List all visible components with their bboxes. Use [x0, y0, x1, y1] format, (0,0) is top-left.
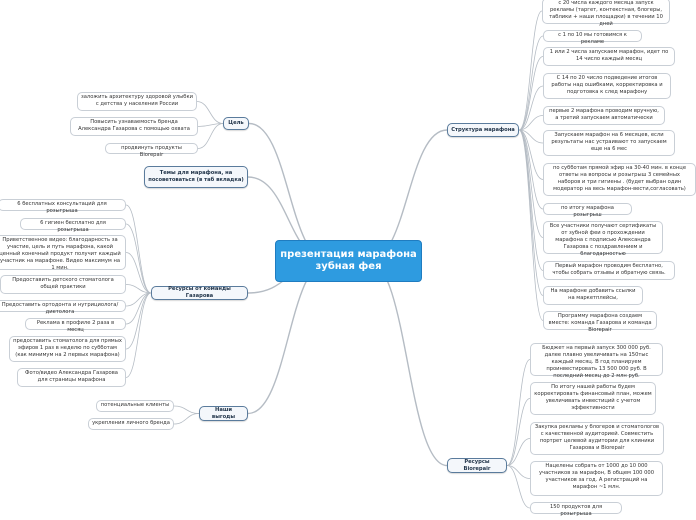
- connector-line: [506, 465, 531, 509]
- structure-item[interactable]: Программу марафона создаем вместе: коман…: [543, 311, 657, 333]
- connector-line: [506, 438, 531, 466]
- structure-item[interactable]: первые 2 марафона проводим вручную, а тр…: [543, 106, 665, 125]
- connector-line: [125, 223, 152, 294]
- structure-item[interactable]: с 20 числа каждого месяца запуск рекламы…: [542, 0, 670, 27]
- connector-line: [518, 35, 544, 131]
- structure-item[interactable]: На марафоне добавить ссылки на маркетпле…: [543, 286, 643, 305]
- branch-structure[interactable]: Структура марафона: [447, 123, 519, 137]
- structure-item[interactable]: по итогу марафона розыгрыш: [543, 203, 632, 218]
- branch-goal[interactable]: Цель: [223, 117, 249, 130]
- connector-line: [518, 129, 544, 144]
- connector-line: [173, 413, 200, 425]
- structure-item[interactable]: по субботам прямой эфир на 30-40 мин. в …: [543, 163, 696, 196]
- connector-line: [518, 56, 544, 131]
- biorepair-item[interactable]: Нацелены собрать от 1000 до 10 000 участ…: [530, 461, 663, 496]
- connector-line: [247, 260, 329, 415]
- connector-line: [125, 284, 152, 294]
- connector-line: [173, 405, 200, 414]
- resource-item[interactable]: Предоставить детского стоматолога общей …: [0, 275, 126, 294]
- outcome-item[interactable]: потенциальные клиенты: [96, 400, 174, 412]
- branch-outcome[interactable]: Наши выгоды: [199, 406, 248, 421]
- structure-item[interactable]: 1 или 2 числа запускаем марафон, идет по…: [543, 47, 675, 66]
- resource-item[interactable]: Приветственное видео: благодарность за у…: [0, 235, 126, 271]
- biorepair-item[interactable]: Бюджет на первый запуск 300 000 руб. дал…: [530, 343, 663, 379]
- branch-biorepair[interactable]: Ресурсы Biorepair: [447, 458, 507, 473]
- branch-resources[interactable]: Ресурсы от команды Газарова: [151, 286, 248, 300]
- connector-line: [506, 398, 531, 466]
- biorepair-item[interactable]: Закупка рекламы у блогеров и стоматолого…: [530, 422, 664, 455]
- connector-line: [368, 260, 448, 467]
- connector-line: [125, 252, 152, 294]
- connector-line: [518, 115, 544, 131]
- connector-line: [518, 129, 544, 271]
- connector-line: [518, 85, 544, 131]
- resource-item[interactable]: 6 гигиен бесплатно для розыгрыша: [20, 218, 126, 233]
- connector-line: [518, 129, 544, 321]
- connector-line: [197, 123, 224, 149]
- structure-item[interactable]: Все участники получают сертификаты от зу…: [543, 221, 663, 257]
- structure-item[interactable]: Запускаем марафон на 6 месяцев, если рез…: [543, 130, 675, 156]
- connector-line: [125, 204, 152, 294]
- resource-item[interactable]: Фото/видео Александра Газарова для стран…: [17, 368, 126, 387]
- resource-item[interactable]: предоставить стоматолога для прямых эфир…: [9, 336, 126, 362]
- outcome-item[interactable]: укрепления личного бренда: [88, 418, 174, 430]
- biorepair-item[interactable]: По итогу нашей работы будем корректирова…: [530, 382, 656, 415]
- biorepair-item[interactable]: 150 продуктов для розыгрыша: [530, 502, 622, 517]
- structure-item[interactable]: С 14 по 20 число подведение итогов работ…: [543, 73, 671, 99]
- connector-line: [506, 359, 531, 466]
- connector-line: [196, 101, 224, 124]
- structure-item[interactable]: Первый марафон проводим бесплатно, чтобы…: [543, 261, 675, 280]
- connector-line: [125, 292, 152, 378]
- structure-item[interactable]: с 1 по 10 мы готовимся к рекламе: [543, 30, 642, 45]
- resource-item[interactable]: Предоставить ортодонта и нутрициолога/ди…: [0, 300, 126, 315]
- resource-item[interactable]: 6 бесплатных консультаций для розыгрыша: [0, 199, 126, 214]
- resource-item[interactable]: Реклама в профиле 2 раза в месяц: [25, 318, 126, 333]
- root-topic[interactable]: презентация марафона зубная фея: [275, 240, 422, 282]
- goal-item[interactable]: продвинуть продукты Biorepair: [105, 143, 198, 158]
- connector-line: [125, 292, 152, 350]
- goal-item[interactable]: Повысить узнаваемость бренда Александра …: [70, 117, 198, 136]
- goal-item[interactable]: заложить архитектуру здоровой улыбки с д…: [77, 92, 197, 111]
- branch-themes[interactable]: Темы для марафона, на посоветоваться (в …: [144, 166, 248, 188]
- connector-line: [518, 10, 543, 131]
